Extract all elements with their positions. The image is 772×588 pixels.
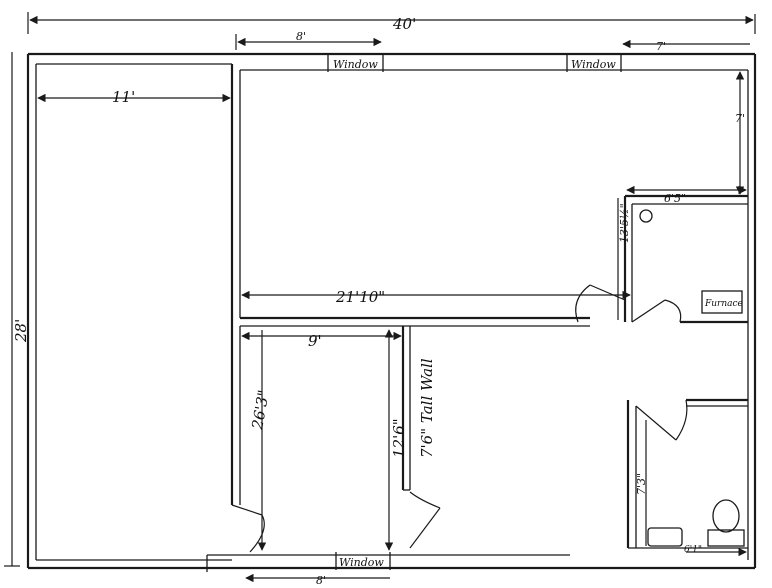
- dim-lower-room-width: 9': [308, 332, 322, 350]
- dim-bath-fixture: 6'1": [684, 545, 702, 555]
- dim-main-to-window: 8': [296, 30, 306, 43]
- dim-hall-length: 12'6": [390, 418, 408, 458]
- window-top-left: Window: [327, 54, 384, 72]
- interior-walls: [230, 64, 748, 549]
- dim-closet-width: 6'5": [664, 192, 686, 205]
- furnace-label: Furnace: [704, 299, 743, 309]
- furnace-box: [701, 290, 743, 314]
- window-top-right: Window: [566, 54, 622, 72]
- window-label: Window: [339, 556, 384, 569]
- window-label: Window: [333, 58, 378, 71]
- tall-wall-label: 7'6" Tall Wall: [418, 358, 436, 458]
- dim-left-room-width: 11': [112, 88, 135, 106]
- water-heater-icon: [639, 209, 653, 223]
- dim-bottom-window-offset: 8': [316, 574, 326, 587]
- outer-walls: [26, 52, 757, 570]
- window-bottom: Window: [206, 552, 570, 572]
- dimension-labels: 40' 8' 7' 11' 21'10" 7' 6'5" 13'5½" 9' 2…: [12, 15, 745, 587]
- dim-window-to-right: 7': [656, 40, 666, 53]
- fixtures: Furnace: [639, 209, 745, 547]
- sink-icon: [647, 527, 683, 547]
- dim-bath-depth: 7'3": [635, 473, 648, 495]
- dim-main-room-length: 21'10": [335, 288, 385, 306]
- dim-overall-depth: 28': [12, 319, 30, 343]
- doors: [231, 284, 688, 553]
- dim-lower-room-depth: 26'3": [248, 389, 273, 432]
- dim-closet-depth: 13'5½": [618, 203, 631, 243]
- dimension-lines: [4, 12, 756, 583]
- dim-overall-width: 40': [392, 15, 416, 33]
- toilet-icon: [712, 499, 740, 533]
- toilet-tank: [707, 529, 745, 547]
- window-label: Window: [571, 58, 616, 71]
- dim-main-room-right: 7': [735, 112, 745, 125]
